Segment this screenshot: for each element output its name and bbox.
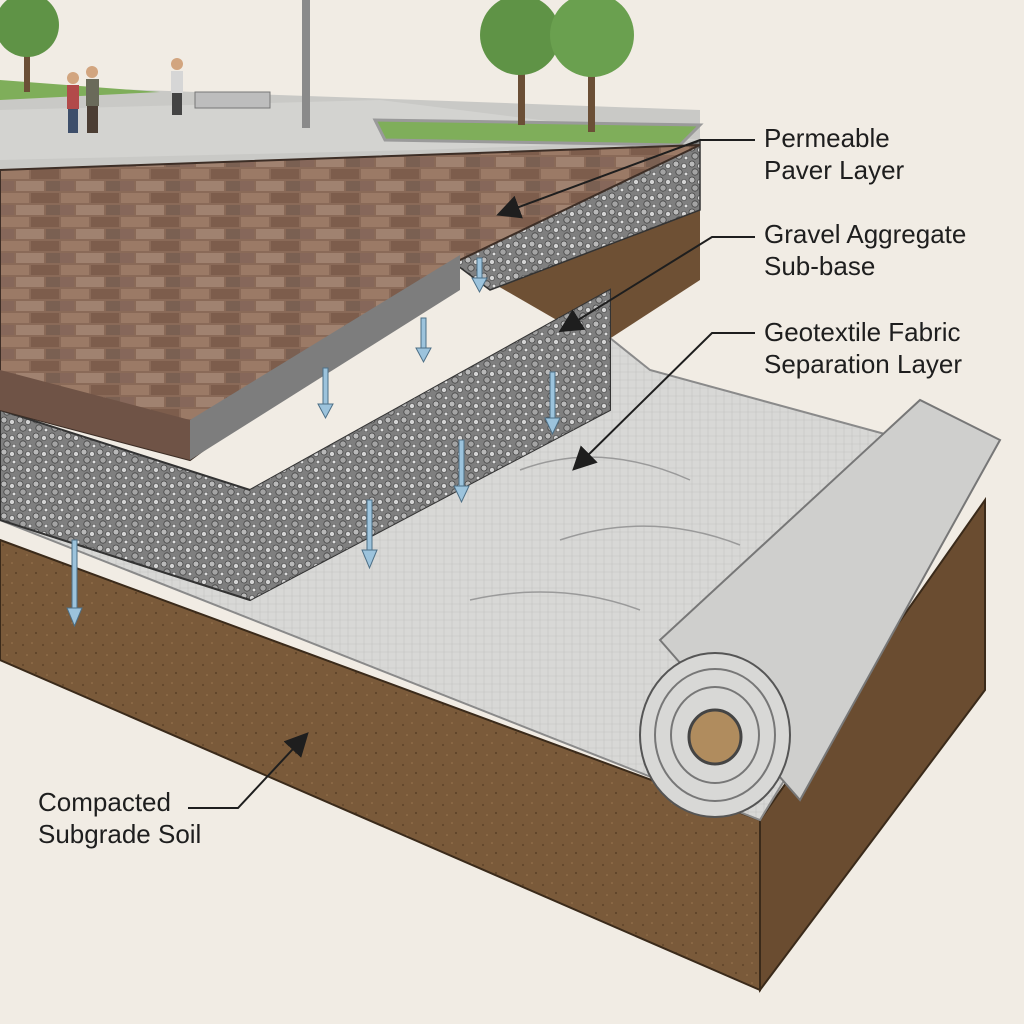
label-geotextile-line1: Geotextile Fabric xyxy=(764,316,962,348)
label-subgrade-line1: Compacted xyxy=(38,786,201,818)
down-arrow-icon xyxy=(416,318,431,362)
label-geotextile-line2: Separation Layer xyxy=(764,348,962,380)
label-geotextile-fabric: Geotextile Fabric Separation Layer xyxy=(764,316,962,380)
label-paver-line1: Permeable xyxy=(764,122,904,154)
grass-bed-right xyxy=(375,120,700,145)
bench xyxy=(195,92,270,108)
label-gravel-line1: Gravel Aggregate xyxy=(764,218,966,250)
label-subgrade-line2: Subgrade Soil xyxy=(38,818,201,850)
lamp-post xyxy=(302,0,310,128)
label-paver-line2: Paver Layer xyxy=(764,154,904,186)
label-subgrade-soil: Compacted Subgrade Soil xyxy=(38,786,201,850)
label-gravel-line2: Sub-base xyxy=(764,250,966,282)
label-gravel-subbase: Gravel Aggregate Sub-base xyxy=(764,218,966,282)
label-paver-layer: Permeable Paver Layer xyxy=(764,122,904,186)
